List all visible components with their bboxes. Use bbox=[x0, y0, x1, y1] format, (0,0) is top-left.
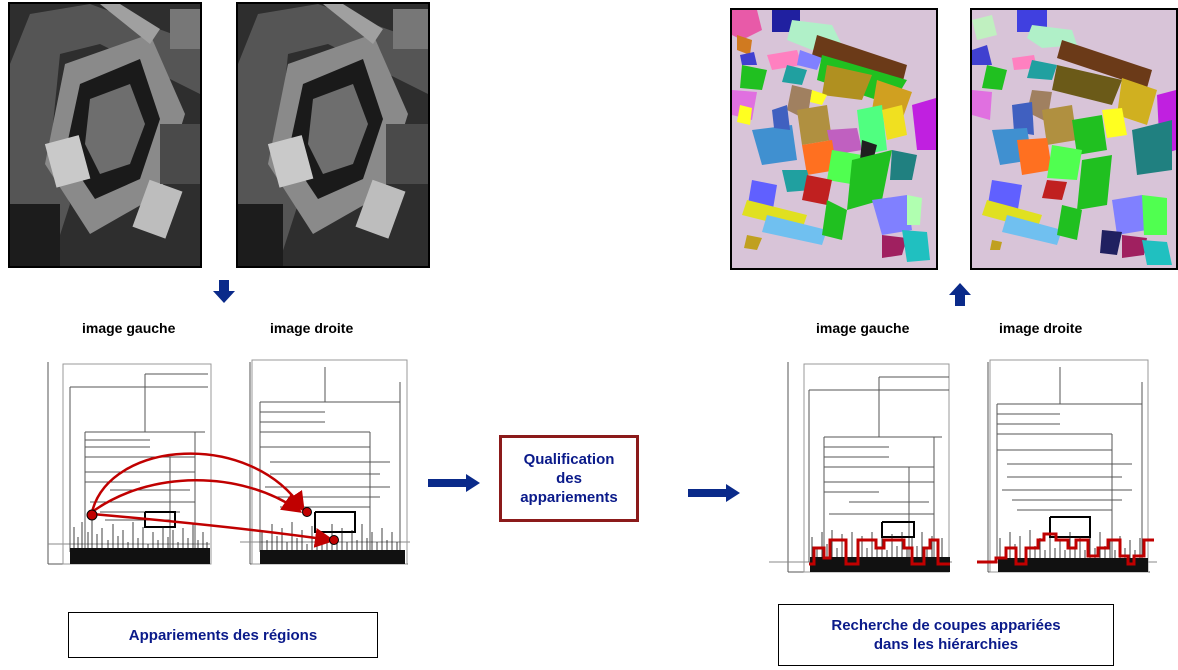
qualification-line1: Qualification bbox=[523, 451, 615, 468]
up-arrow-icon bbox=[949, 283, 971, 306]
qualification-box: Qualification des appariements bbox=[499, 435, 639, 522]
right-arrow-icon bbox=[688, 484, 740, 502]
cut-line-droite bbox=[977, 532, 1154, 566]
segmented-image-right bbox=[970, 8, 1178, 270]
region-node-target-2 bbox=[329, 535, 339, 545]
dendrogram-left-gauche bbox=[47, 362, 212, 565]
down-arrow-icon bbox=[213, 280, 235, 303]
region-match-arrows bbox=[86, 452, 339, 548]
dendrogram-right-droite bbox=[977, 359, 1157, 573]
qualification-line3: appariements bbox=[520, 489, 618, 506]
qualification-line2: des bbox=[556, 470, 582, 487]
segmented-image-left bbox=[730, 8, 938, 270]
cut-line-gauche bbox=[809, 538, 950, 566]
caption-appariements-text: Appariements des régions bbox=[128, 626, 318, 644]
region-node-source bbox=[86, 509, 98, 521]
label-image-gauche-left: image gauche bbox=[82, 320, 176, 336]
caption-recherche-line1: Recherche de coupes appariées bbox=[831, 617, 1061, 634]
aerial-photo-left bbox=[8, 2, 202, 268]
right-arrow-icon bbox=[428, 474, 480, 492]
dendrogram-right-gauche bbox=[769, 362, 952, 573]
label-image-gauche-right: image gauche bbox=[816, 320, 910, 336]
label-image-droite-left: image droite bbox=[270, 320, 354, 336]
label-image-droite-right: image droite bbox=[999, 320, 1083, 336]
caption-recherche-line2: dans les hiérarchies bbox=[873, 636, 1019, 653]
caption-appariements-regions: Appariements des régions bbox=[68, 612, 378, 658]
caption-recherche-coupes: Recherche de coupes appariées dans les h… bbox=[778, 604, 1114, 666]
aerial-photo-right bbox=[236, 2, 430, 268]
region-node-target-1 bbox=[302, 507, 312, 517]
